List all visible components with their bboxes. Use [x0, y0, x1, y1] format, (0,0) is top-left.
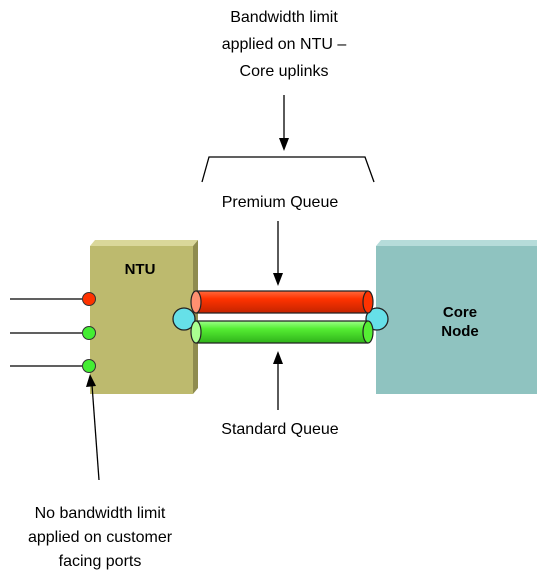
bracket: [201, 156, 375, 183]
ntu-connector-icon: [172, 307, 196, 331]
standard-pipe: [190, 320, 374, 344]
arrow-bottom: [86, 374, 100, 481]
ntu-label: NTU: [124, 261, 156, 278]
bottom-label-line-3: facing ports: [58, 553, 142, 570]
bottom-label-line-1: No bandwidth limit: [34, 505, 166, 522]
core-node-box: [376, 240, 537, 394]
port-green-icon: [82, 359, 96, 373]
standard-queue-label: Standard Queue: [221, 421, 339, 438]
premium-pipe: [190, 290, 374, 314]
top-label-line-2: applied on NTU –: [221, 36, 347, 53]
arrow-premium: [273, 221, 283, 286]
top-label-line-3: Core uplinks: [239, 63, 329, 80]
core-node-label-line-1: Core: [442, 304, 478, 321]
port-red-icon: [82, 292, 96, 306]
port-green-icon: [82, 326, 96, 340]
arrow-top: [279, 95, 289, 151]
core-node-label-line-2: Node: [441, 323, 479, 340]
arrow-standard: [273, 351, 283, 410]
top-label-line-1: Bandwidth limit: [230, 9, 338, 26]
bottom-label-line-2: applied on customer: [27, 529, 173, 546]
premium-queue-label: Premium Queue: [221, 194, 339, 211]
